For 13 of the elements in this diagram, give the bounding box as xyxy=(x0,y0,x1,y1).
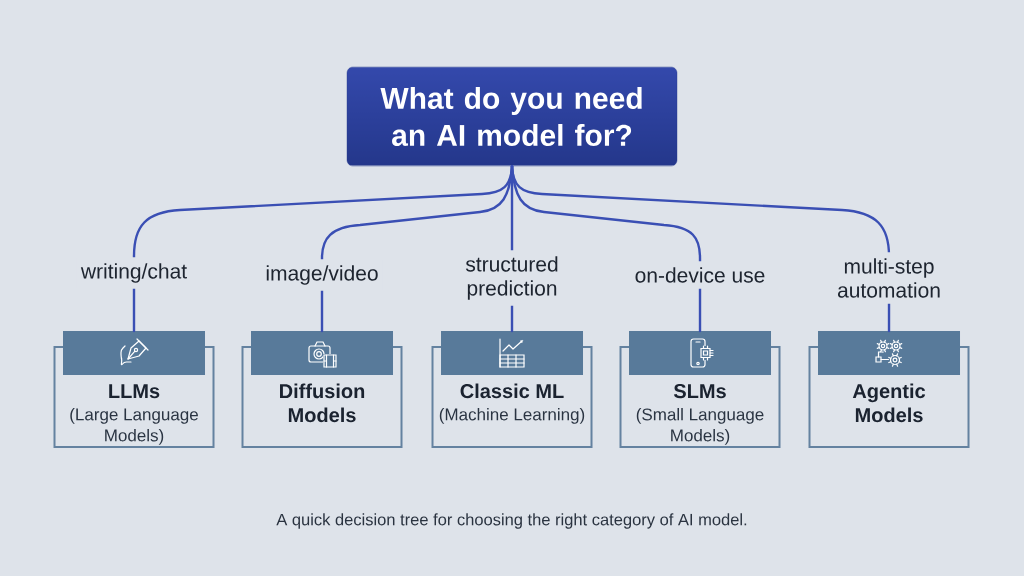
edge-label: structured prediction xyxy=(453,250,571,306)
caption: A quick decision tree for choosing the right category of AI model. xyxy=(276,513,747,529)
edge-label: multi-step automation xyxy=(830,252,948,304)
edge-label: on-device use xyxy=(630,261,770,289)
model-card: LLMs (Large Language Models) xyxy=(53,331,215,448)
model-card: Diffusion Models xyxy=(241,331,403,448)
connector-line xyxy=(510,165,891,333)
model-card: SLMs (Small Language Models) xyxy=(619,331,781,448)
question-box: What do you need an AI model for? xyxy=(346,66,678,167)
model-card: Agentic Models xyxy=(808,331,970,448)
edge-label: image/video xyxy=(261,259,383,291)
edge-label: writing/chat xyxy=(76,257,192,289)
model-card: Classic ML (Machine Learning) xyxy=(431,331,593,448)
